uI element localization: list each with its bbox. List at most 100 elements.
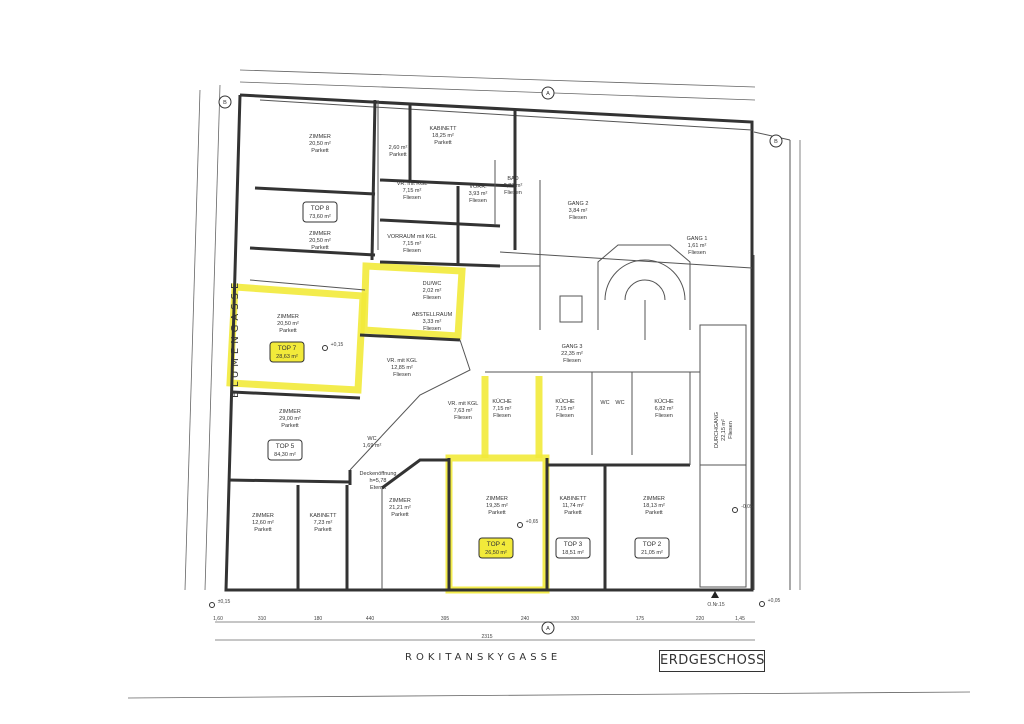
room-area: 7,15 m² [556,406,575,412]
unit-area: 21,05 m² [641,550,663,556]
room-floor: Fliesen [655,413,673,419]
level-marker: +0,15 [322,342,344,351]
unit-label: TOP 5 [276,443,295,450]
house-number-label: O.Nr.15 [707,602,724,608]
room-name: ABSTELLRAUM [412,312,453,318]
svg-text:A: A [546,91,550,97]
room-name: VR. mit KGL [448,401,479,407]
building-walls [224,93,791,592]
room-name: ZIMMER [309,231,331,237]
room-area: 18,13 m² [643,503,665,509]
svg-text:B: B [223,100,227,106]
unit-badge: TOP 5 84,30 m² [267,439,303,461]
room-floor: Parkett [314,527,332,533]
room-area: 21,21 m² [389,505,411,511]
room-floor: Parkett [281,423,299,429]
room-name: ZIMMER [389,498,411,504]
room-area: 2,87 m² [504,183,523,189]
street-label-rokitanskygasse: ROKITANSKYGASSE [405,652,561,663]
room-area: 6,82 m² [655,406,674,412]
dimension-label: 1,45 [735,616,745,622]
unit-area: 26,50 m² [485,550,507,556]
room-name: KÜCHE [492,398,512,405]
room-name: ZIMMER [643,496,665,502]
room-floor: Eternit [370,485,386,491]
unit-label: TOP 8 [311,205,330,212]
dimension-label: 180 [314,616,323,622]
room-floor: Fliesen [563,358,581,364]
unit-area: 84,30 m² [274,452,296,458]
room-name: KABINETT [560,496,588,502]
grid-axis-marker: B [218,95,232,109]
unit-badge: TOP 4 26,50 m² [478,537,514,559]
unit-label: TOP 4 [487,541,506,548]
room-name: ZIMMER [277,314,299,320]
room-floor: Fliesen [469,198,487,204]
svg-text:+0,05: +0,05 [768,598,781,604]
room-area: 12,60 m² [252,520,274,526]
grid-axis-marker: A [541,86,555,100]
room-area: 20,50 m² [309,141,331,147]
room-area: 22,15 m² [721,419,727,441]
room-label: WC [615,400,624,406]
room-area: 11,74 m² [562,503,583,509]
room-area: 1,69 m² [363,443,382,449]
room-floor: Fliesen [504,190,522,196]
svg-text:+0,65: +0,65 [526,519,539,525]
level-marker: ±0,15 [209,599,230,608]
total-dimension-label: 2315 [481,634,492,640]
room-name: ZIMMER [279,409,301,415]
grid-axis-marker: B [769,134,783,148]
room-name: ZIMMER [309,134,331,140]
unit-label: TOP 7 [278,345,297,352]
room-area: 1,61 m² [688,243,707,249]
room-area: 7,15 m² [403,241,422,247]
room-floor: Fliesen [423,326,441,332]
room-name: VR. mit KGL [397,181,428,187]
unit-badge: TOP 873,60 m² [302,201,338,223]
room-name: VORRAUM mit KGL [387,234,437,240]
room-name: DU/WC [423,281,442,287]
unit-label: TOP 3 [564,541,583,548]
room-area: 7,15 m² [493,406,512,412]
room-name: WC [600,400,609,406]
room-area: 20,50 m² [277,321,299,327]
svg-text:-0,05: -0,05 [741,504,753,510]
room-name: GANG 3 [562,344,583,350]
room-area: 7,15 m² [403,188,422,194]
dimension-label: 395 [441,616,450,622]
grid-axis-marker: A [541,621,555,635]
room-area: 22,35 m² [561,351,583,357]
room-area: 2,60 m² [389,145,408,151]
room-name: WC [615,400,624,406]
room-floor: Parkett [311,148,329,154]
room-area: 7,23 m² [314,520,333,526]
room-floor: Parkett [645,510,663,516]
room-floor: Parkett [434,140,452,146]
room-floor: Fliesen [403,248,421,254]
room-name: KABINETT [310,513,338,519]
room-name: KÜCHE [555,398,575,405]
room-area: 12,85 m² [391,365,413,371]
room-floor: Parkett [279,328,297,334]
dimension-label: 240 [521,616,530,622]
room-area: 18,25 m² [432,133,454,139]
